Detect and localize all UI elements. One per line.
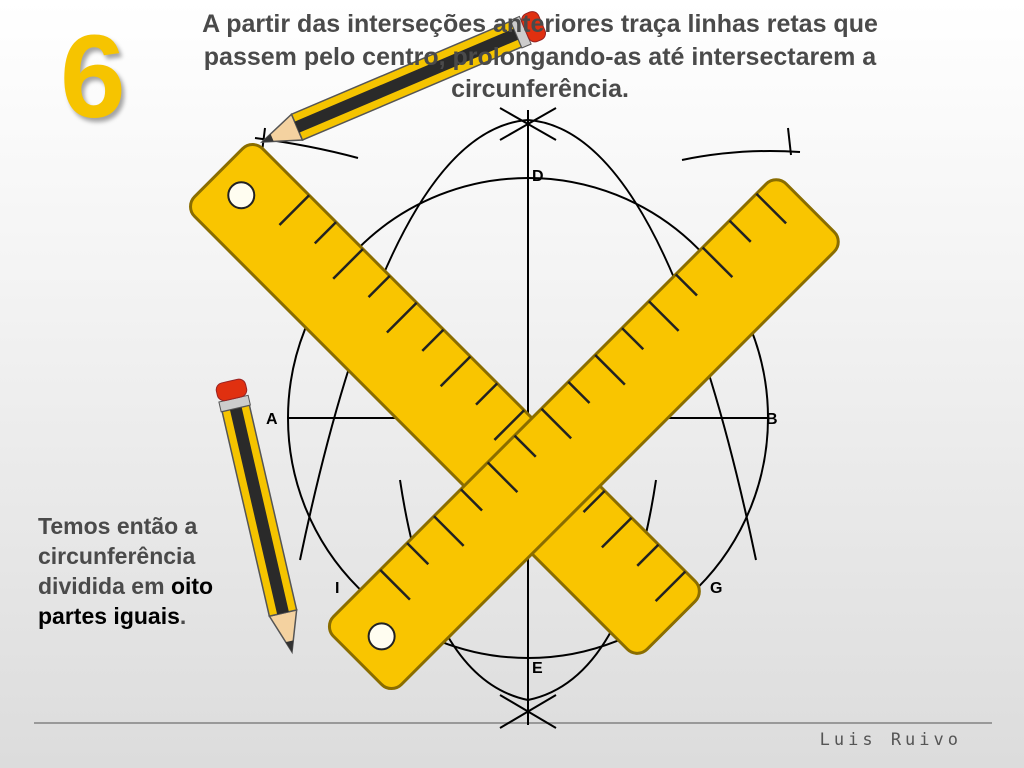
footer-divider bbox=[34, 722, 992, 724]
ruler-tick bbox=[755, 192, 787, 225]
ruler-tick bbox=[636, 543, 660, 567]
ruler-tick bbox=[621, 327, 645, 351]
ruler-tick bbox=[582, 489, 606, 513]
point-label-i: I bbox=[335, 580, 339, 597]
bisector-arc-right-lower bbox=[527, 479, 657, 701]
caption-emphasis: oito partes iguais bbox=[38, 572, 214, 629]
bisector-arc-right bbox=[527, 119, 757, 561]
caption-period: . bbox=[179, 602, 187, 629]
point-label-d: D bbox=[532, 168, 544, 185]
caption-part-1: Temos então a circunferência dividida em bbox=[38, 513, 198, 599]
arc-mark-top-right bbox=[681, 150, 801, 161]
ruler-tick bbox=[493, 409, 526, 441]
ruler-tick bbox=[567, 380, 591, 404]
page-title: A partir das interseções anteriores traç… bbox=[202, 10, 878, 103]
ruler-tick bbox=[433, 515, 465, 547]
author-signature: Luis Ruivo bbox=[819, 730, 962, 750]
ruler-icon bbox=[327, 178, 840, 691]
ruler-tick bbox=[278, 194, 311, 226]
ruler-tick bbox=[386, 301, 418, 334]
ruler-tick bbox=[513, 434, 537, 458]
cross-mark-bottom-2 bbox=[499, 694, 557, 729]
ruler-tick bbox=[654, 570, 687, 603]
ruler-tick bbox=[540, 407, 573, 440]
tick-top-right bbox=[787, 127, 792, 156]
ruler-tick bbox=[674, 273, 698, 297]
point-label-g: G bbox=[710, 580, 722, 597]
ruler-tick bbox=[379, 569, 411, 601]
ruler-tick bbox=[459, 488, 483, 512]
step-number: 6 bbox=[60, 11, 126, 143]
ruler-tick bbox=[701, 246, 734, 279]
ruler-tick bbox=[439, 355, 472, 388]
ruler-tick bbox=[486, 461, 519, 494]
ruler-tick bbox=[601, 516, 633, 549]
ruler-tick bbox=[332, 248, 364, 280]
ruler-tick bbox=[313, 221, 337, 245]
cross-mark-top-2 bbox=[499, 107, 557, 141]
ruler-tick bbox=[475, 382, 499, 406]
pencil-icon bbox=[260, 11, 547, 143]
ruler-tick bbox=[594, 354, 626, 386]
point-label-a: A bbox=[266, 411, 278, 428]
bisector-arc-left bbox=[299, 119, 529, 561]
point-label-e: E bbox=[532, 660, 543, 677]
ruler-tick bbox=[728, 219, 752, 243]
ruler-tick bbox=[367, 275, 391, 298]
pencil-icon bbox=[215, 378, 298, 655]
ruler-tick bbox=[648, 300, 680, 332]
caption-text: Temos então a circunferência dividida em… bbox=[38, 512, 278, 632]
point-label-b: B bbox=[766, 411, 778, 428]
ruler-tick bbox=[406, 542, 430, 566]
ruler-tick bbox=[421, 328, 445, 352]
